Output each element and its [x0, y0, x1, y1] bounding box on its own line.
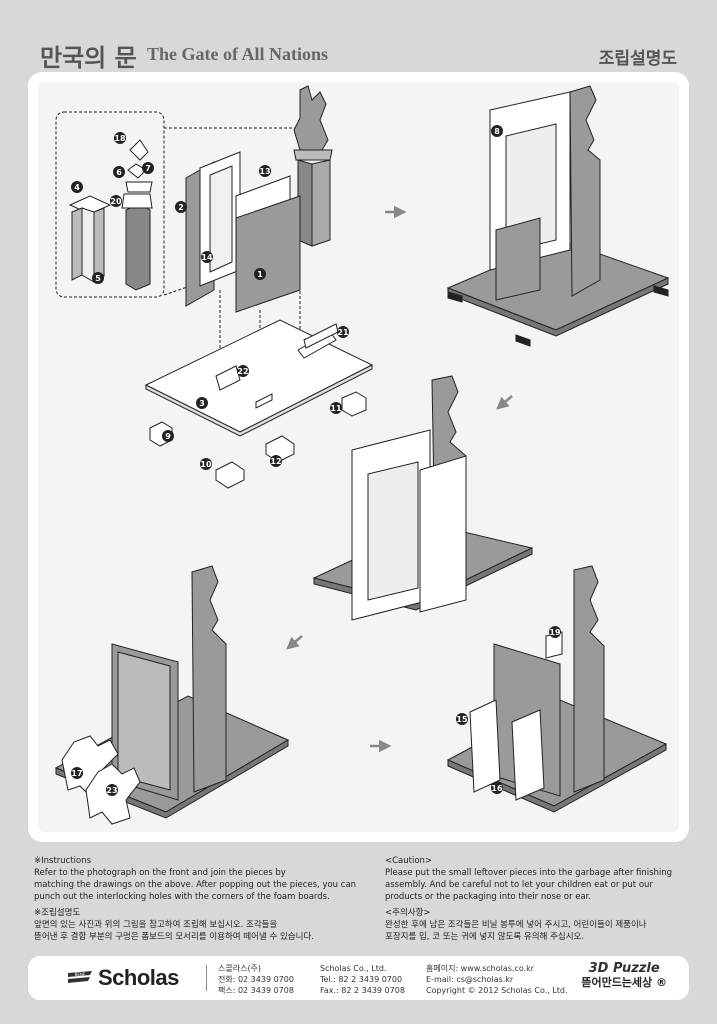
website-link[interactable]: 홈페이지: www.scholas.co.kr [426, 964, 535, 973]
piece-1 [235, 195, 301, 313]
instructions-heading-en: ※Instructions [34, 856, 92, 866]
assembly-instructions-label: 조립설명도 [598, 49, 677, 69]
label-11: 11 [330, 402, 342, 414]
label-7: 7 [142, 162, 154, 174]
caution-text: Please put the small leftover pieces int… [385, 868, 673, 878]
instructions-column: ※Instructions Refer to the photograph on… [34, 855, 364, 943]
label-18: 18 [114, 132, 126, 144]
label-16: 16 [491, 782, 503, 794]
svg-text:21: 21 [337, 328, 349, 337]
step3-view [312, 375, 534, 621]
title-english: The Gate of All Nations [147, 44, 329, 64]
svg-text:18: 18 [114, 134, 126, 143]
piece-11 [341, 391, 367, 417]
caution-heading-en: <Caution> [385, 856, 433, 866]
svg-text:23: 23 [106, 786, 117, 795]
label-10: 10 [200, 458, 212, 470]
header: 만국의 문 The Gate of All Nations 조립설명도 [0, 0, 717, 72]
instructions-text: punch out the interlocking holes with th… [34, 892, 330, 902]
contact-web: 홈페이지: www.scholas.co.kr E-mail: cs@schol… [426, 964, 568, 995]
piece-12 [265, 435, 295, 463]
piece-18 [129, 139, 149, 161]
svg-text:3: 3 [199, 399, 205, 408]
label-6: 6 [113, 166, 125, 178]
piece-10 [215, 461, 245, 489]
label-19: 19 [549, 626, 561, 638]
logo-text: Scholas [98, 965, 179, 990]
label-3: 3 [196, 397, 208, 409]
svg-text:7: 7 [145, 164, 151, 173]
assembly-diagram: 18 6 7 4 20 5 2 14 13 1 21 22 3 11 9 10 … [54, 85, 670, 825]
svg-text:8: 8 [494, 127, 500, 136]
label-17: 17 [71, 767, 83, 779]
svg-text:22: 22 [237, 367, 248, 376]
caution-column: <Caution> Please put the small leftover … [385, 855, 685, 943]
bene-logo-icon: BENE [66, 969, 94, 987]
step4-view [54, 565, 290, 825]
svg-text:9: 9 [165, 432, 171, 441]
caution-text: products or the packaging into their nos… [385, 892, 592, 902]
svg-text:BENE: BENE [75, 972, 86, 977]
label-9: 9 [162, 430, 174, 442]
svg-text:14: 14 [201, 253, 213, 262]
svg-text:10: 10 [200, 460, 212, 469]
svg-text:16: 16 [491, 784, 503, 793]
title-korean: 만국의 문 [40, 44, 137, 72]
label-12: 12 [270, 455, 282, 467]
label-20: 20 [110, 195, 122, 207]
svg-text:1: 1 [257, 270, 263, 279]
caution-text: assembly. And be careful not to let your… [385, 880, 653, 890]
svg-text:4: 4 [74, 183, 80, 192]
instructions-section: ※Instructions Refer to the photograph on… [34, 855, 684, 950]
instructions-text: Refer to the photograph on the front and… [34, 868, 286, 878]
svg-text:12: 12 [270, 457, 281, 466]
label-15: 15 [456, 713, 468, 725]
instructions-text: matching the drawings on the above. Afte… [34, 880, 357, 890]
svg-text:5: 5 [95, 274, 101, 283]
email-link[interactable]: E-mail: cs@scholas.kr [426, 975, 514, 984]
label-2: 2 [175, 201, 187, 213]
scholas-logo: BENE Scholas [66, 964, 179, 992]
instructions-text-ko: 뜯어낸 후 결합 부분의 구멍은 폼보드의 모서리를 이용하여 떼어낼 수 있습… [34, 932, 314, 942]
svg-text:15: 15 [456, 715, 468, 724]
caution-heading-ko: <주의사항> [385, 908, 431, 918]
svg-text:20: 20 [110, 197, 122, 206]
label-22: 22 [237, 365, 249, 377]
3d-puzzle-brand: 3D Puzzle 뜯어만드는세상 ® [581, 961, 667, 990]
label-4: 4 [71, 181, 83, 193]
label-5: 5 [92, 272, 104, 284]
footer: BENE Scholas 스콜라스(주) 전화: 02 3439 0700 팩스… [28, 956, 689, 1000]
svg-text:2: 2 [178, 203, 184, 212]
svg-text:13: 13 [259, 167, 270, 176]
label-23: 23 [106, 784, 118, 796]
instructions-text-ko: 앞면의 있는 사진과 위의 그림을 참고하여 조립해 보십시오. 조각들을 [34, 920, 278, 930]
label-8: 8 [491, 125, 503, 137]
svg-text:11: 11 [330, 404, 342, 413]
label-14: 14 [201, 251, 213, 263]
step2-view [446, 85, 670, 347]
label-13: 13 [259, 165, 271, 177]
contact-korean: 스콜라스(주) 전화: 02 3439 0700 팩스: 02 3439 070… [218, 964, 294, 995]
piece-number-labels: 18 6 7 4 20 5 2 14 13 1 21 22 3 11 9 10 … [71, 125, 561, 796]
footer-divider [206, 965, 207, 991]
svg-text:6: 6 [116, 168, 122, 177]
label-21: 21 [337, 326, 349, 338]
instructions-heading-ko: ※조립설명도 [34, 908, 81, 918]
caution-text-ko: 완성한 후에 남은 조각들은 비닐 봉투에 넣어 주시고, 어린이들이 제품이나 [385, 920, 647, 930]
label-1: 1 [254, 268, 266, 280]
contact-english: Scholas Co., Ltd. Tel.: 82 2 3439 0700 F… [320, 964, 405, 995]
step5-view [446, 565, 668, 813]
svg-text:19: 19 [549, 628, 561, 637]
caution-text-ko: 포장지를 입, 코 또는 귀에 넣지 않도록 유의해 주십시오. [385, 932, 585, 942]
inset-box [55, 111, 165, 298]
svg-text:17: 17 [71, 769, 82, 778]
step-arrows [286, 205, 513, 753]
step1-exploded-view [55, 85, 374, 489]
